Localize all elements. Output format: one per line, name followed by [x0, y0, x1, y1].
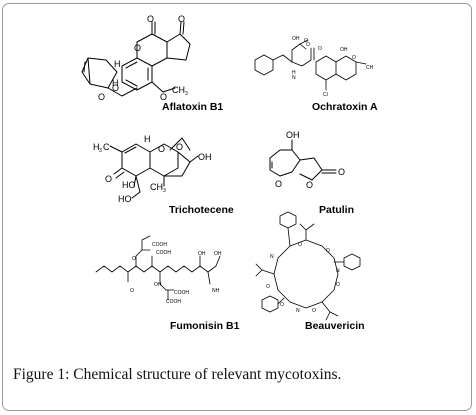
svg-text:OH: OH	[198, 152, 212, 162]
svg-text:HO: HO	[118, 194, 132, 204]
label-patulin: Patulin	[319, 204, 355, 216]
svg-text:O: O	[134, 43, 141, 53]
svg-text:O: O	[338, 167, 345, 177]
caption-prefix: Figure 1:	[13, 366, 70, 383]
label-beauvericin: Beauvericin	[305, 320, 365, 332]
svg-text:O: O	[298, 242, 302, 248]
svg-text:C: C	[103, 142, 110, 152]
svg-text:CH: CH	[366, 65, 374, 71]
svg-text:O: O	[326, 248, 330, 254]
svg-text:O: O	[178, 14, 185, 24]
svg-text:O: O	[132, 256, 136, 262]
svg-text:O: O	[98, 92, 105, 102]
svg-text:3: 3	[185, 91, 188, 97]
svg-text:NH: NH	[212, 288, 220, 294]
svg-text:H: H	[93, 142, 100, 152]
svg-text:HO: HO	[122, 180, 136, 190]
ochratoxin-a-structure: OH O H N O O OH O CH Cl	[254, 36, 374, 98]
svg-text:O: O	[130, 288, 134, 294]
svg-text:H: H	[112, 78, 119, 88]
svg-text:COOH: COOH	[152, 242, 167, 248]
svg-text:CH: CH	[150, 182, 163, 192]
beauvericin-structure: O O O O O O N N N	[255, 211, 361, 321]
svg-text:COOH: COOH	[166, 299, 181, 305]
svg-text:COOH: COOH	[156, 250, 171, 256]
svg-text:OH: OH	[214, 251, 222, 257]
svg-text:N: N	[270, 254, 274, 260]
svg-text:N: N	[292, 75, 296, 81]
svg-text:CH: CH	[172, 85, 185, 95]
svg-text:O: O	[318, 46, 322, 52]
svg-text:O: O	[275, 179, 282, 189]
fumonisin-b1-structure: COOH COOH O OH OH OH NH COOH COOH O	[95, 235, 222, 305]
svg-text:COOH: COOH	[174, 290, 189, 296]
svg-text:N: N	[296, 308, 300, 314]
trichotecene-structure: H 3 C O H O O OH HO HO CH 3	[93, 134, 212, 204]
svg-text:OH: OH	[154, 282, 162, 288]
figure-caption: Figure 1: Chemical structure of relevant…	[13, 366, 341, 384]
aflatoxin-b1-structure: O O O O O H H O CH 3	[81, 14, 191, 102]
svg-text:O: O	[147, 14, 154, 24]
svg-text:H: H	[144, 134, 151, 144]
svg-text:O: O	[336, 282, 340, 288]
svg-text:Cl: Cl	[323, 92, 328, 98]
patulin-structure: OH O O O	[269, 130, 345, 190]
label-ochratoxin-a: Ochratoxin A	[312, 101, 378, 113]
svg-text:OH: OH	[292, 36, 300, 42]
svg-text:O: O	[280, 302, 284, 308]
svg-text:H: H	[114, 59, 121, 69]
svg-text:H: H	[292, 70, 296, 76]
svg-text:OH: OH	[286, 130, 300, 140]
label-trichotecene: Trichotecene	[169, 204, 234, 216]
svg-text:OH: OH	[198, 251, 206, 257]
svg-text:O: O	[306, 42, 310, 48]
svg-text:3: 3	[163, 188, 166, 194]
label-aflatoxin-b1: Aflatoxin B1	[162, 101, 224, 113]
svg-text:N: N	[336, 268, 340, 274]
svg-text:O: O	[112, 83, 119, 93]
svg-text:O: O	[306, 180, 313, 190]
svg-text:O: O	[266, 284, 270, 290]
svg-text:O: O	[352, 55, 356, 61]
caption-text: Chemical structure of relevant mycotoxin…	[73, 366, 342, 383]
svg-text:3: 3	[99, 148, 102, 154]
svg-text:O: O	[158, 144, 165, 154]
svg-text:OH: OH	[340, 47, 348, 53]
svg-text:O: O	[304, 38, 308, 44]
svg-text:O: O	[160, 92, 167, 102]
svg-text:O: O	[176, 142, 183, 152]
svg-text:O: O	[312, 308, 316, 314]
figure-frame	[2, 3, 472, 411]
label-fumonisin-b1: Fumonisin B1	[170, 320, 240, 332]
svg-text:O: O	[105, 174, 112, 184]
